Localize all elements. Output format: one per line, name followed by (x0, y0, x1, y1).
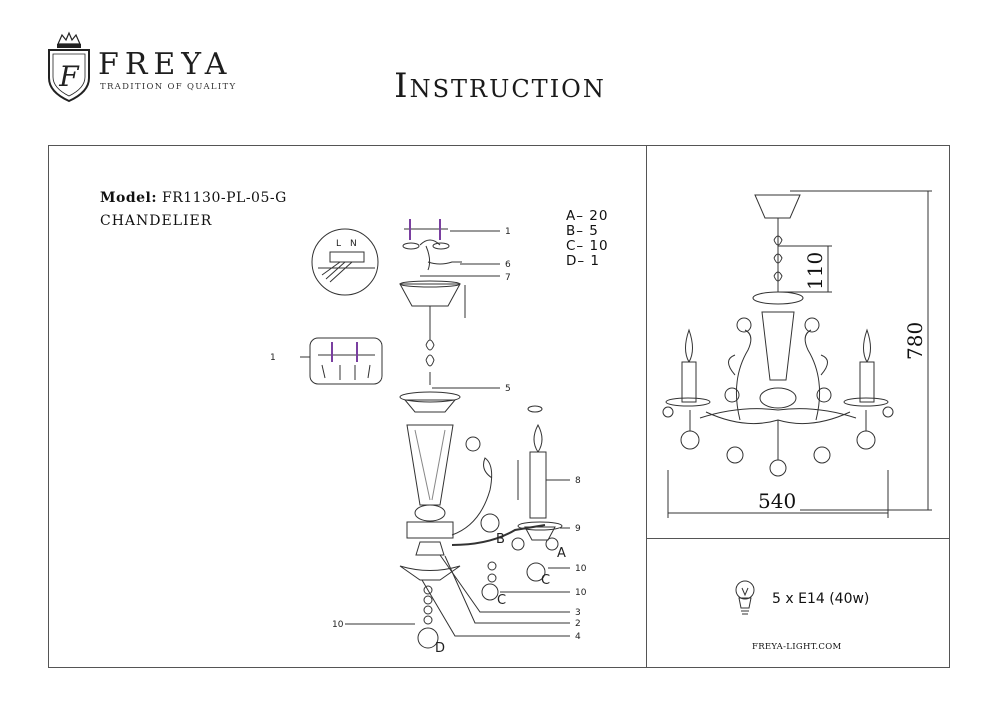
model-label: Model: (100, 190, 158, 206)
parts-item-d: D– 1 (566, 253, 601, 269)
content-frame (48, 145, 950, 668)
part-letter-c2: C (497, 593, 506, 608)
brand-name: FREYA (98, 47, 233, 82)
callout-6: 6 (505, 260, 511, 270)
central-hub (406, 521, 454, 539)
canopy (399, 283, 461, 307)
parts-item-b: B– 5 (566, 223, 599, 239)
parts-item-a: A– 20 (566, 208, 609, 224)
dimension-lines (667, 190, 932, 518)
bulb-spec: 5 x E14 (40w) (772, 591, 870, 607)
dimension-width: 540 (758, 489, 796, 513)
freya-logo-icon: F (48, 31, 90, 103)
part-letter-c1: C (541, 573, 550, 588)
callout-9: 9 (575, 524, 581, 534)
dimension-drop: 110 (803, 252, 827, 290)
vertical-divider (646, 145, 647, 668)
candle-sleeve (529, 451, 547, 519)
candle-flame (533, 423, 543, 453)
dimension-height: 780 (903, 322, 927, 360)
candle-bobeche (517, 521, 563, 531)
bracket-detail-box (309, 337, 383, 385)
parts-item-c: C– 10 (566, 238, 609, 254)
logo-letter: F (58, 60, 80, 93)
crystal-drops (417, 436, 559, 649)
website-link[interactable]: FREYA-LIGHT.COM (752, 642, 842, 652)
callout-8: 8 (575, 476, 581, 486)
model-type: CHANDELIER (100, 213, 213, 229)
model-code: FR1130-PL-05-G (161, 190, 287, 206)
chandelier-front-view (662, 194, 894, 477)
bulb-icon (735, 580, 755, 615)
terminal-n: N (350, 239, 357, 249)
callout-1: 1 (505, 227, 511, 237)
callout-3: 3 (575, 608, 581, 618)
callout-4: 4 (575, 632, 581, 642)
chain (425, 312, 435, 385)
part-letter-b: B (496, 532, 505, 547)
bottom-cup (399, 565, 461, 581)
arm-scroll (451, 457, 493, 536)
callout-5: 5 (505, 384, 511, 394)
brand-tagline: TRADITION OF QUALITY (100, 82, 237, 92)
part-letter-a: A (557, 546, 566, 561)
parts-list: A– 20 B– 5 C– 10 D– 1 (566, 209, 609, 269)
upper-cup (399, 391, 461, 403)
part-letter-d: D (435, 641, 445, 656)
callout-1-left: 1 (270, 353, 276, 363)
callout-10b: 10 (575, 588, 587, 598)
page-title: Instruction (394, 66, 606, 106)
callout-7: 7 (505, 273, 511, 283)
model-line: Model: FR1130-PL-05-G (100, 190, 287, 206)
callout-10a: 10 (575, 564, 587, 574)
horizontal-divider (646, 538, 950, 539)
callout-10-left: 10 (332, 620, 344, 630)
wiring-detail-circle (311, 228, 379, 296)
crystal-column (406, 424, 454, 506)
callout-2: 2 (575, 619, 581, 629)
terminal-l: L (336, 239, 341, 249)
